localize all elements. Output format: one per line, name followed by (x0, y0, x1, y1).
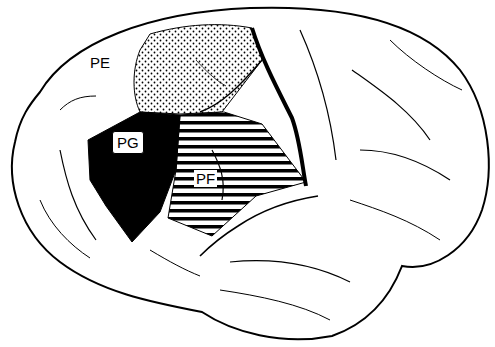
region-label: PG (112, 131, 144, 154)
region-label: PE (90, 55, 110, 70)
region-label: PF (194, 170, 217, 187)
